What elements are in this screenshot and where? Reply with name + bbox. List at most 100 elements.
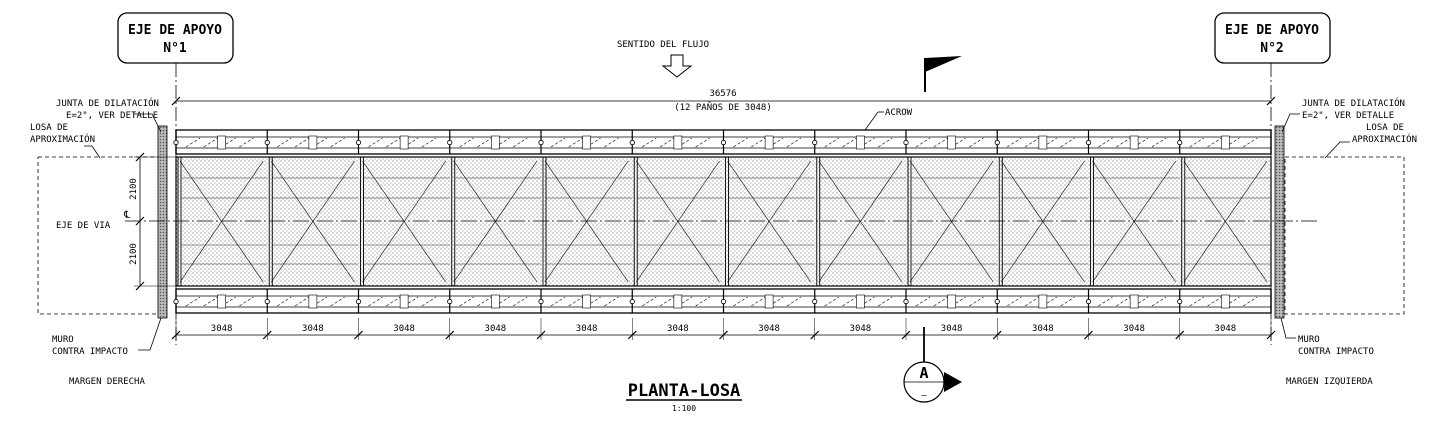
total-span-value: 36576 xyxy=(709,89,736,99)
truss-clamp xyxy=(308,294,318,309)
truss-diagonal xyxy=(185,296,201,307)
bay-dimension-label: 3048 xyxy=(393,324,415,334)
left-notes: JUNTA DE DILATACIÓN E=2", VER DETALLE LO… xyxy=(30,97,162,387)
truss-clamp xyxy=(1129,294,1139,309)
bay-brace xyxy=(453,160,538,283)
truss-diagonal xyxy=(368,296,383,307)
truss-diagonal xyxy=(1207,137,1222,148)
section-marker-a: A – xyxy=(903,327,962,403)
right-slab-line1: LOSA DE xyxy=(1366,123,1404,133)
deck-bays xyxy=(177,157,1271,286)
truss-diagonal xyxy=(642,137,657,148)
right-slab-line2: APROXIMACIÓN xyxy=(1352,133,1417,145)
truss-diagonal xyxy=(568,296,583,307)
bay-brace xyxy=(271,160,355,283)
bay-dimension-label: 3048 xyxy=(1032,324,1054,334)
half-width-bottom-label: 2100 xyxy=(129,243,139,265)
truss-pin xyxy=(1085,139,1092,146)
truss-pin xyxy=(538,298,544,305)
truss-pin xyxy=(447,298,453,305)
bay-dimension-label: 3048 xyxy=(485,324,507,334)
bay-dimension-label: 3048 xyxy=(758,324,780,334)
bay-brace xyxy=(362,160,446,283)
truss-clamp xyxy=(217,294,226,309)
truss-diagonal xyxy=(695,296,710,307)
left-slab-line2: APROXIMACIÓN xyxy=(30,133,95,145)
bay-dimension-label: 3048 xyxy=(576,324,598,334)
bay-brace xyxy=(1183,160,1268,283)
left-joint-line1: JUNTA DE DILATACIÓN xyxy=(56,97,159,109)
truss-clamp xyxy=(673,294,683,309)
truss-pin xyxy=(264,298,270,305)
right-margin-label: MARGEN IZQUIERDA xyxy=(1286,377,1373,387)
truss-diagonal xyxy=(604,137,619,148)
truss-diagonal xyxy=(513,296,528,307)
truss-pin xyxy=(1177,139,1183,146)
truss-diagonal xyxy=(550,296,566,307)
truss-diagonal xyxy=(330,296,345,307)
truss-pin xyxy=(812,139,818,146)
truss-diagonal xyxy=(1116,296,1131,307)
truss-diagonal xyxy=(751,137,766,148)
drawing-title: PLANTA-LOSA 1:100 xyxy=(626,381,742,413)
left-joint-line2: E=2", VER DETALLE xyxy=(66,111,158,121)
drawing-title-main: PLANTA-LOSA xyxy=(628,381,741,401)
support-axis-2-label: EJE DE APOYO N°2 xyxy=(1214,12,1331,64)
truss-clamp xyxy=(947,294,956,309)
truss-diagonal xyxy=(695,137,710,148)
truss-diagonal xyxy=(277,137,292,148)
truss-diagonal xyxy=(642,296,657,307)
bay-brace xyxy=(1092,160,1176,283)
truss-pin xyxy=(173,298,179,305)
total-span-dimension: 36576 (12 PAÑOS DE 3048) xyxy=(171,89,1276,113)
deck-slab xyxy=(175,156,1272,287)
truss-diagonal xyxy=(659,137,675,148)
section-marker-sheet: – xyxy=(921,391,927,401)
truss-diagonal xyxy=(568,137,583,148)
truss-pin xyxy=(629,139,635,146)
truss-clamp xyxy=(491,294,500,309)
truss-diagonal xyxy=(1243,296,1258,307)
truss-diagonal xyxy=(477,137,492,148)
truss-clamp xyxy=(399,294,409,309)
truss-pin xyxy=(1177,298,1183,305)
truss-pin xyxy=(812,298,818,305)
truss-clamp xyxy=(308,135,318,150)
truss-diagonal xyxy=(933,296,948,307)
bay-dimension-label: 3048 xyxy=(850,324,872,334)
left-wall-line2: CONTRA IMPACTO xyxy=(52,347,128,357)
truss-diagonal xyxy=(1116,137,1131,148)
support-axis-1-label: EJE DE APOYO N°1 xyxy=(117,12,234,64)
acrow-leader xyxy=(864,111,879,131)
half-width-dimension: 2100 2100 xyxy=(129,152,176,291)
centerline-icon: ℄ xyxy=(123,210,131,221)
bay-dimension-label: 3048 xyxy=(211,324,233,334)
truss-diagonal xyxy=(824,137,839,148)
bay-dimension-label: 3048 xyxy=(941,324,963,334)
truss-diagonal xyxy=(1024,296,1040,307)
truss-diagonal xyxy=(824,296,839,307)
truss-clamp xyxy=(1038,135,1048,150)
half-width-top-label: 2100 xyxy=(129,178,139,200)
truss-pin xyxy=(355,298,362,305)
truss-pin xyxy=(720,139,727,146)
truss-diagonal xyxy=(386,137,401,148)
support-axis-2-line2: N°2 xyxy=(1260,41,1283,56)
truss-diagonal xyxy=(915,296,931,307)
truss-pin xyxy=(994,139,1000,146)
support-axis-1-line2: N°1 xyxy=(163,41,187,56)
truss-clamp xyxy=(764,135,774,150)
bay-dimension-label: 3048 xyxy=(302,324,324,334)
truss-diagonal xyxy=(1007,137,1022,148)
truss-clamp xyxy=(856,135,865,150)
flow-direction-label: SENTIDO DEL FLUJO xyxy=(617,40,709,50)
truss-top xyxy=(173,129,1272,155)
truss-pin xyxy=(355,139,362,146)
acrow-label: ACROW xyxy=(885,108,913,118)
truss-diagonal xyxy=(1060,137,1075,148)
truss-diagonal xyxy=(842,137,857,148)
truss-pin xyxy=(538,139,544,146)
truss-pin xyxy=(173,139,179,146)
